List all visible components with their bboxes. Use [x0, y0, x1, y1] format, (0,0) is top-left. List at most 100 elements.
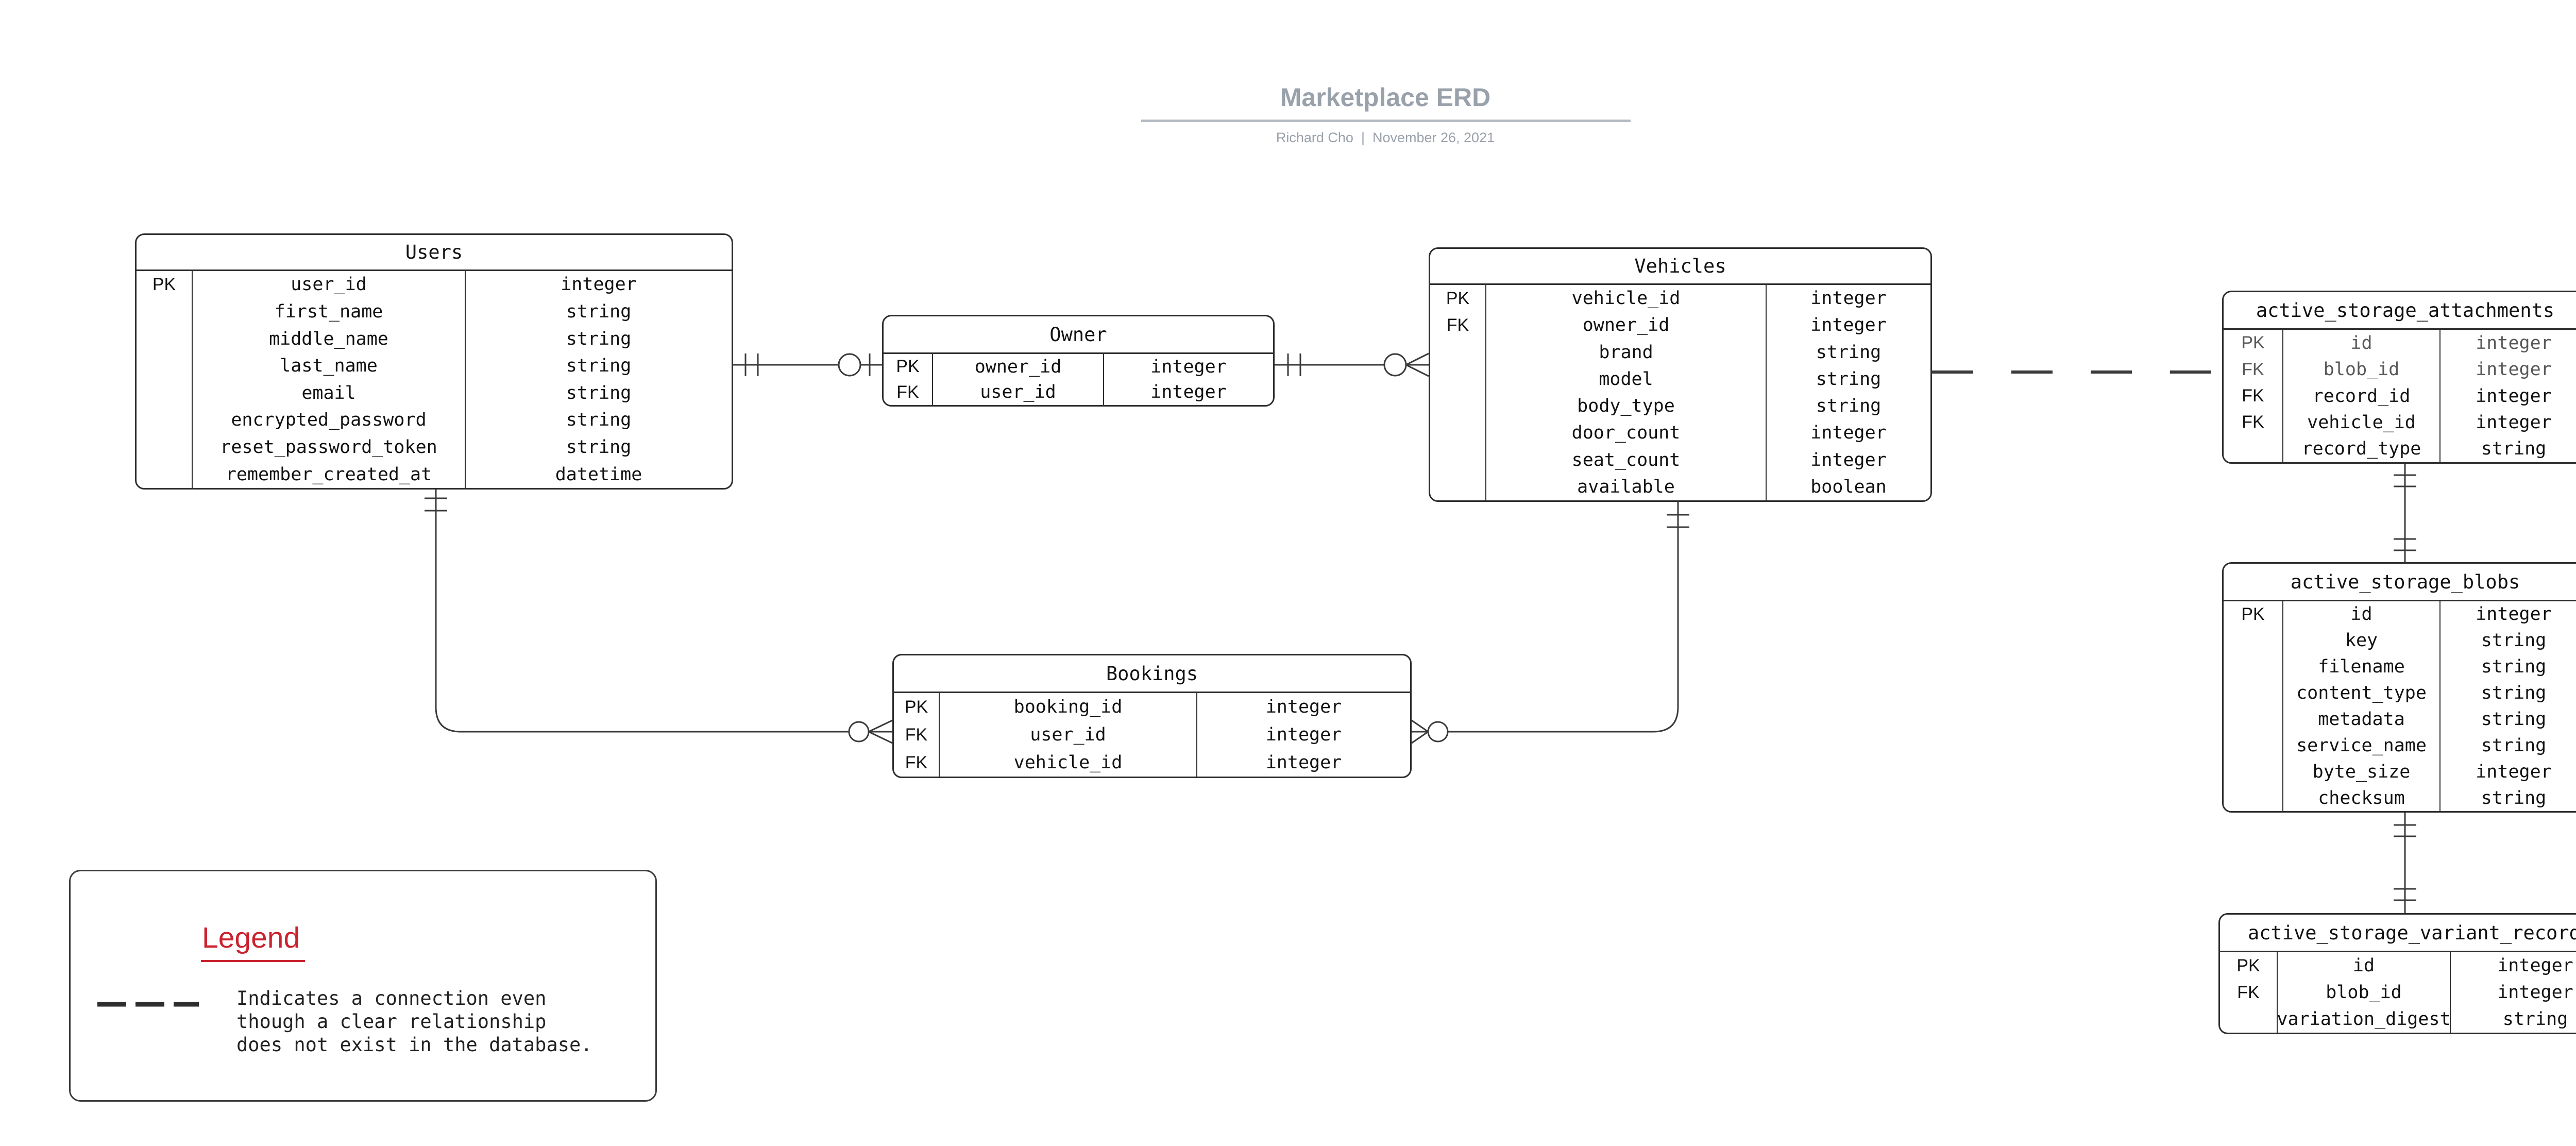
table-row: remember_created_at datetime	[137, 461, 732, 488]
row-type: integer	[1766, 285, 1930, 312]
table-row: reset_password_token string	[137, 433, 732, 461]
row-key	[1430, 447, 1485, 474]
entity-title: Vehicles	[1430, 249, 1930, 285]
row-key	[137, 407, 192, 434]
zero-circle-marker	[1383, 353, 1407, 377]
table-row: variation_digest string	[2220, 1006, 2576, 1033]
table-row: PK booking_id integer	[894, 693, 1410, 721]
row-type: string	[465, 298, 732, 326]
entity-title: Users	[137, 235, 732, 271]
table-row: seat_count integer	[1430, 446, 1930, 474]
row-type: string	[2439, 732, 2576, 759]
row-name: body_type	[1485, 393, 1766, 420]
table-row: last_name string	[137, 352, 732, 380]
row-type: integer	[1196, 749, 1410, 777]
table-row: FK user_id integer	[884, 379, 1273, 405]
table-row: record_type string	[2224, 435, 2576, 463]
entity-title: Bookings	[894, 655, 1410, 693]
row-name: brand	[1485, 339, 1766, 366]
row-type: integer	[1766, 419, 1930, 447]
row-key: FK	[2242, 412, 2264, 432]
entity-users: Users PK user_id integer first_name stri…	[135, 233, 733, 490]
row-key	[2224, 759, 2282, 785]
row-type: integer	[1103, 379, 1273, 405]
entity-rows: PK owner_id integer FK user_id integer	[884, 354, 1273, 405]
table-row: first_name string	[137, 298, 732, 326]
row-name: service_name	[2282, 732, 2439, 759]
row-key	[137, 298, 192, 326]
table-row: model string	[1430, 365, 1930, 393]
row-key: FK	[1446, 315, 1469, 335]
table-row: filename string	[2224, 653, 2576, 680]
zero-circle-marker	[848, 721, 870, 743]
entity-rows: PK vehicle_id integer FK owner_id intege…	[1430, 285, 1930, 500]
row-name: blob_id	[2282, 356, 2439, 383]
row-type: string	[465, 379, 732, 407]
row-type: integer	[2439, 330, 2576, 357]
row-type: string	[2439, 680, 2576, 706]
entity-bookings: Bookings PK booking_id integer FK user_i…	[892, 654, 1412, 778]
row-name: encrypted_password	[192, 407, 465, 434]
entity-rows: PK id integer key string filename string…	[2224, 601, 2576, 811]
table-row: door_count integer	[1430, 419, 1930, 447]
row-type: integer	[2439, 409, 2576, 436]
row-key	[2224, 628, 2282, 654]
row-key	[137, 380, 192, 407]
table-row: middle_name string	[137, 325, 732, 352]
row-key: FK	[896, 382, 919, 402]
row-key: PK	[904, 697, 928, 717]
row-key: FK	[2242, 386, 2264, 406]
table-row: FK vehicle_id integer	[2224, 409, 2576, 436]
row-name: id	[2282, 330, 2439, 357]
row-name: owner_id	[1485, 312, 1766, 339]
row-type: string	[2439, 706, 2576, 733]
zero-circle-marker	[838, 353, 861, 377]
entity-active-storage-variant-records: active_storage_variant_records PK id int…	[2218, 913, 2576, 1034]
row-name: blob_id	[2277, 979, 2450, 1006]
legend-line: does not exist in the database.	[236, 1034, 592, 1056]
row-type: integer	[1196, 693, 1410, 721]
legend-line: though a clear relationship	[236, 1010, 547, 1033]
row-type: integer	[2439, 382, 2576, 410]
zero-circle-marker	[1427, 721, 1449, 743]
entity-active-storage-blobs: active_storage_blobs PK id integer key s…	[2222, 562, 2576, 813]
row-name: record_type	[2282, 435, 2439, 463]
row-name: available	[1485, 473, 1766, 500]
row-key: PK	[2236, 955, 2260, 975]
row-name: id	[2277, 952, 2450, 979]
row-key	[1430, 366, 1485, 393]
table-row: PK id integer	[2220, 952, 2576, 979]
table-row: encrypted_password string	[137, 407, 732, 434]
table-row: service_name string	[2224, 732, 2576, 759]
table-row: metadata string	[2224, 706, 2576, 733]
row-name: reset_password_token	[192, 433, 465, 461]
row-type: integer	[2439, 601, 2576, 628]
row-type: integer	[2439, 356, 2576, 383]
row-name: owner_id	[932, 354, 1103, 380]
page-subtitle: Richard Cho | November 26, 2021	[1276, 130, 1495, 145]
row-key	[2224, 680, 2282, 706]
row-type: string	[2439, 785, 2576, 811]
row-key	[2224, 654, 2282, 680]
row-key	[137, 461, 192, 488]
entity-active-storage-attachments: active_storage_attachments PK id integer…	[2222, 291, 2576, 464]
row-key	[2220, 1006, 2277, 1033]
row-key	[2224, 732, 2282, 759]
row-name: vehicle_id	[939, 749, 1196, 777]
row-name: user_id	[932, 379, 1103, 405]
row-type: boolean	[1766, 473, 1930, 500]
entity-vehicles: Vehicles PK vehicle_id integer FK owner_…	[1429, 247, 1932, 502]
entity-title: active_storage_blobs	[2224, 564, 2576, 601]
table-row: email string	[137, 379, 732, 407]
table-row: FK vehicle_id integer	[894, 749, 1410, 777]
table-row: FK record_id integer	[2224, 382, 2576, 410]
row-key: FK	[905, 752, 928, 772]
row-name: model	[1485, 365, 1766, 393]
row-key	[1430, 474, 1485, 500]
row-key: FK	[905, 724, 928, 745]
row-type: integer	[2450, 952, 2576, 979]
row-name: door_count	[1485, 419, 1766, 447]
row-name: email	[192, 379, 465, 407]
relation-vehicles-bookings	[1411, 502, 1689, 744]
